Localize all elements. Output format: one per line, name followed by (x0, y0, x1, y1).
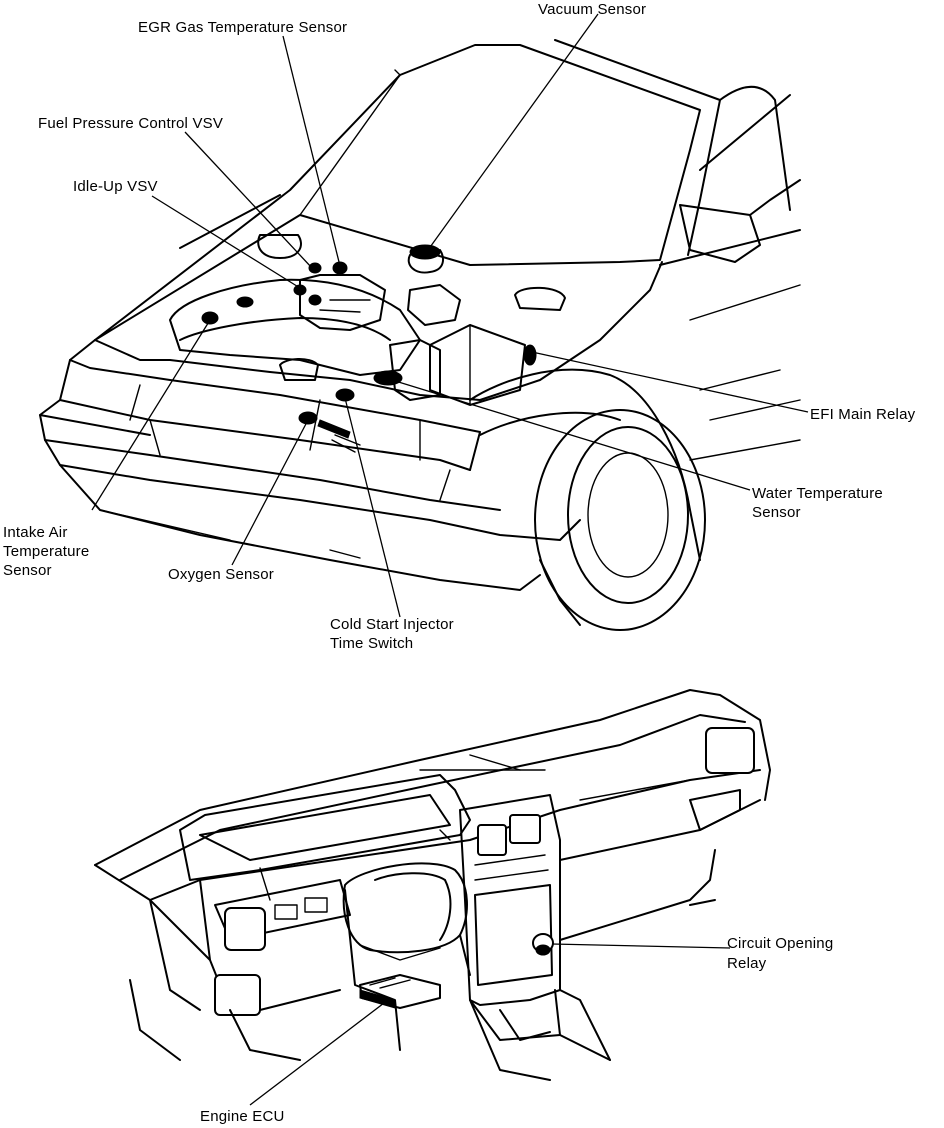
label-circuit-opening-relay-line1: Circuit Opening (727, 935, 834, 952)
label-vacuum-sensor: Vacuum Sensor (538, 1, 647, 18)
label-circuit-opening-relay-line2: Relay (727, 955, 767, 972)
label-oxygen-sensor: Oxygen Sensor (168, 566, 274, 583)
label-intake-air-temperature-sensor-line3: Sensor (3, 562, 52, 579)
label-cold-start-injector-time-switch-line1: Cold Start Injector (330, 616, 454, 633)
label-efi-main-relay: EFI Main Relay (810, 406, 916, 423)
label-intake-air-temperature-sensor-line1: Intake Air (3, 524, 68, 541)
label-water-temperature-sensor-line2: Sensor (752, 504, 801, 521)
label-cold-start-injector-time-switch-line2: Time Switch (330, 635, 414, 652)
label-idle-up-vsv: Idle-Up VSV (73, 178, 158, 195)
label-egr-gas-temperature-sensor: EGR Gas Temperature Sensor (138, 19, 348, 36)
label-fuel-pressure-control-vsv: Fuel Pressure Control VSV (38, 115, 224, 132)
car-front-illustration (39, 39, 801, 631)
leader-lines-top (91, 13, 809, 618)
label-water-temperature-sensor-line1: Water Temperature (752, 485, 883, 502)
label-intake-air-temperature-sensor-line2: Temperature (3, 543, 90, 560)
dashboard-illustration (94, 689, 771, 1081)
label-engine-ecu: Engine ECU (200, 1108, 285, 1125)
leader-lines-bottom (249, 943, 731, 1106)
